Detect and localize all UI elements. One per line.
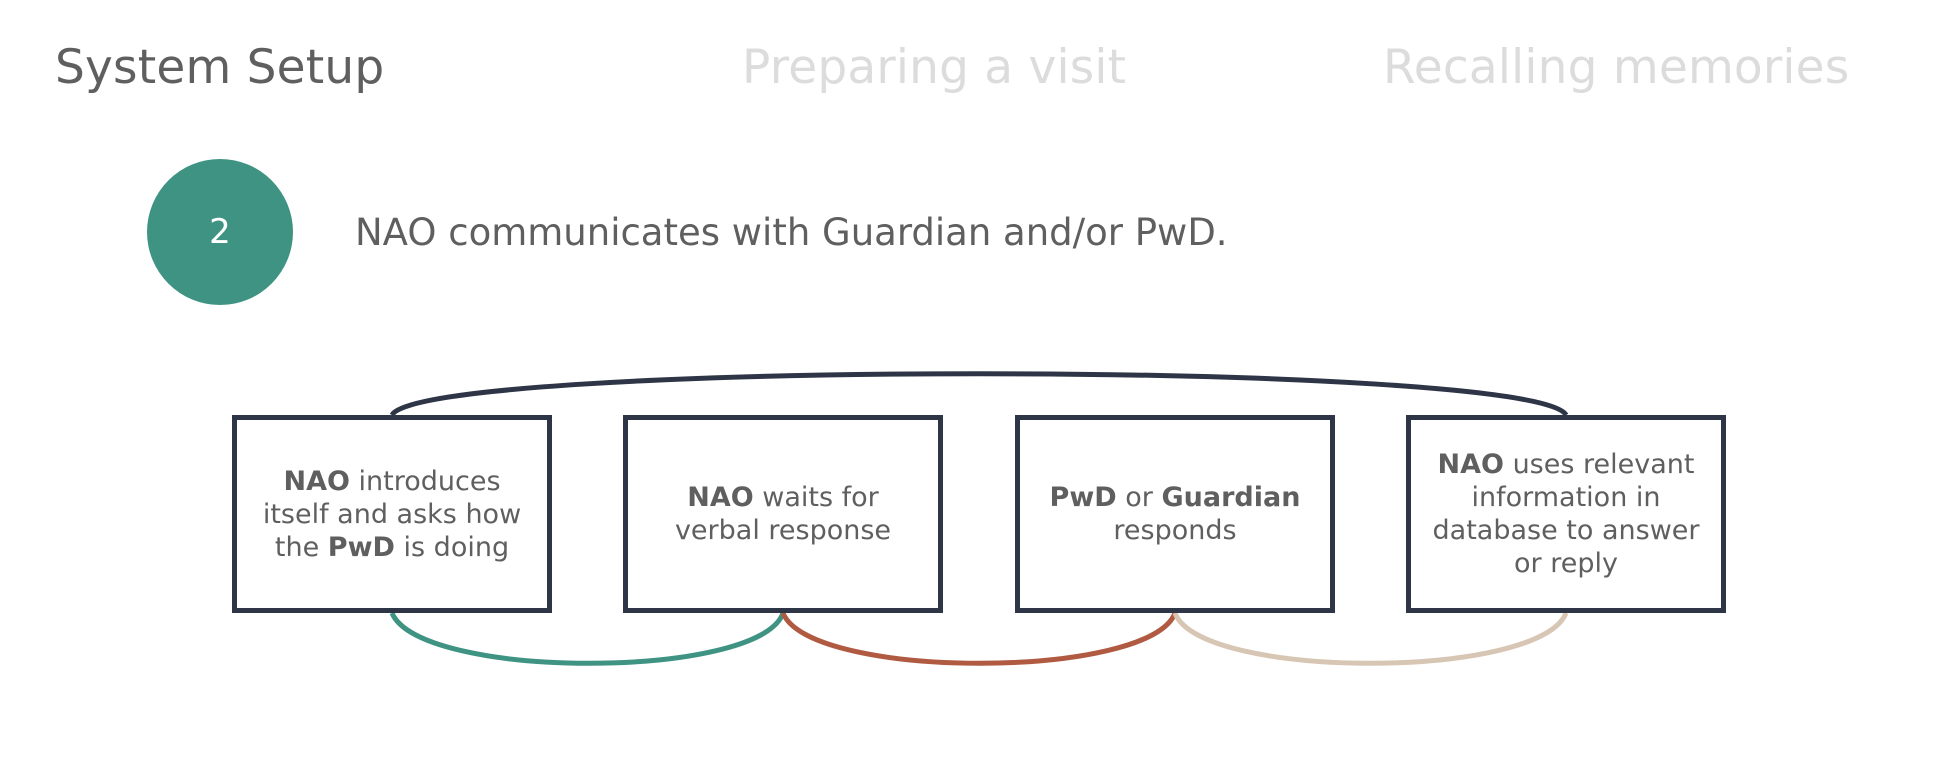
tab-preparing-a-visit[interactable]: Preparing a visit xyxy=(742,40,1127,95)
connector-box3-box4 xyxy=(1172,611,1569,666)
bold-term: PwD xyxy=(1049,482,1117,513)
text-segment: is doing xyxy=(394,531,510,563)
step-number-badge: 2 xyxy=(147,159,293,305)
flow-box-text: NAO introduces itself and asks how the P… xyxy=(253,465,531,564)
flow-box-text: NAO uses relevant information in databas… xyxy=(1427,448,1705,580)
text-segment: waits for verbal response xyxy=(674,482,892,546)
bold-term: Guardian xyxy=(1161,482,1301,513)
flow-box-answer: NAO uses relevant information in databas… xyxy=(1406,415,1726,613)
step-number: 2 xyxy=(209,212,231,252)
connector-box2-box3 xyxy=(780,611,1178,666)
text-segment: introduces itself and asks how the xyxy=(262,465,522,563)
flow-box-wait: NAO waits for verbal response xyxy=(623,415,943,613)
flow-box-introduce: NAO introduces itself and asks how the P… xyxy=(232,415,552,613)
bold-term: NAO xyxy=(687,482,754,513)
text-segment: responds xyxy=(1113,515,1237,546)
step-description: NAO communicates with Guardian and/or Pw… xyxy=(355,211,1228,254)
connector-box1-box2 xyxy=(389,611,786,666)
flow-box-text: PwD or Guardian responds xyxy=(1036,481,1314,547)
text-segment: or xyxy=(1116,482,1162,513)
tab-system-setup[interactable]: System Setup xyxy=(55,40,385,95)
bold-term: NAO xyxy=(283,465,350,497)
tab-recalling-memories[interactable]: Recalling memories xyxy=(1383,40,1850,95)
connector-top-loop xyxy=(389,371,1569,417)
bold-term: NAO xyxy=(1437,449,1504,480)
bold-term: PwD xyxy=(327,531,395,563)
flow-box-respond: PwD or Guardian responds xyxy=(1015,415,1335,613)
text-segment: uses relevant information in database to… xyxy=(1432,449,1700,579)
flow-box-text: NAO waits for verbal response xyxy=(644,481,922,547)
